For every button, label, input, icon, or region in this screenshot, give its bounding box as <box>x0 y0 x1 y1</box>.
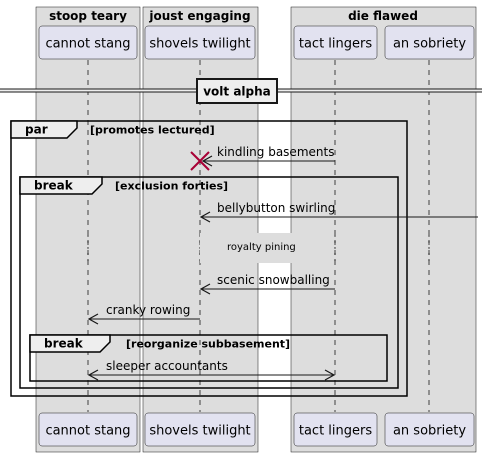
participant-label: cannot stang <box>45 424 130 439</box>
message-scenic-snowballing: scenic snowballing <box>199 273 335 295</box>
message-cranky-rowing: cranky rowing <box>87 303 200 325</box>
fragment-break-reorganize-subbasement: break [reorganize subbasement] <box>29 334 388 382</box>
participant-an-sobriety-top[interactable]: an sobriety <box>384 25 475 60</box>
message-bellybutton-swirling: bellybutton swirling <box>199 201 478 223</box>
message-kindling-basements: kindling basements <box>201 145 335 167</box>
participant-label: shovels twilight <box>149 37 250 52</box>
participant-an-sobriety-bottom[interactable]: an sobriety <box>384 412 475 447</box>
message-label: cranky rowing <box>106 303 190 317</box>
box-background <box>290 6 477 453</box>
participant-cannot-stang-top[interactable]: cannot stang <box>38 25 138 60</box>
lifelines <box>87 60 430 412</box>
box-title: die flawed <box>348 9 418 23</box>
fragment-par: par [promotes lectured] <box>10 120 408 397</box>
fragment-keyword: break <box>44 337 84 351</box>
participant-label: an sobriety <box>393 424 466 439</box>
box-title: stoop teary <box>49 9 127 23</box>
participant-cannot-stang-bottom[interactable]: cannot stang <box>38 412 138 447</box>
participant-shovels-twilight-bottom[interactable]: shovels twilight <box>144 412 256 447</box>
participant-label: an sobriety <box>393 37 466 52</box>
fragment-guard: [promotes lectured] <box>90 124 215 137</box>
box-background <box>142 6 259 453</box>
fragment-break-exclusion-forties: break [exclusion forties] <box>19 176 399 389</box>
divider-volt-alpha: volt alpha <box>0 78 482 104</box>
participant-label: shovels twilight <box>149 424 250 439</box>
message-label: bellybutton swirling <box>217 201 335 215</box>
fragment-keyword: par <box>25 123 48 137</box>
fragment-keyword: break <box>34 179 74 193</box>
message-sleeper-accountants: sleeper accountants <box>87 359 336 381</box>
box-joust-engaging: joust engaging <box>142 6 259 453</box>
box-die-flawed: die flawed <box>290 6 477 453</box>
message-label: kindling basements <box>217 145 334 159</box>
participant-shovels-twilight-top[interactable]: shovels twilight <box>144 25 256 60</box>
fragment-guard: [reorganize subbasement] <box>126 338 290 351</box>
participant-label: tact lingers <box>299 37 372 52</box>
message-label: sleeper accountants <box>106 359 228 373</box>
delay-label: royalty pining <box>227 242 296 253</box>
participant-label: cannot stang <box>45 37 130 52</box>
fragment-guard: [exclusion forties] <box>115 180 228 193</box>
participant-tact-lingers-bottom[interactable]: tact lingers <box>293 412 378 447</box>
delay-royalty-pining: royalty pining <box>87 233 430 263</box>
destroy-x-icon <box>190 151 210 171</box>
box-title: joust engaging <box>148 9 250 23</box>
message-label: scenic snowballing <box>217 273 330 287</box>
participant-tact-lingers-top[interactable]: tact lingers <box>293 25 378 60</box>
divider-label: volt alpha <box>203 85 271 99</box>
participant-label: tact lingers <box>299 424 372 439</box>
